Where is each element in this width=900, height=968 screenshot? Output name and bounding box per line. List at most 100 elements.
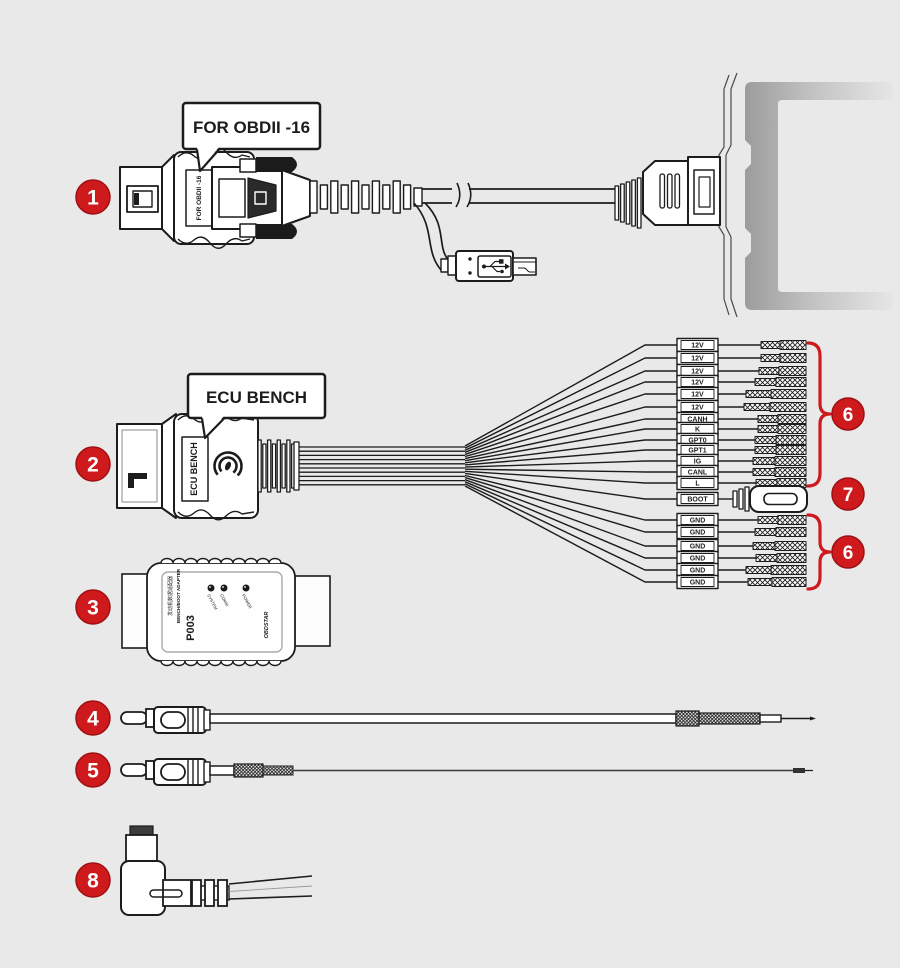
adapter-title-cn: 发动机数据适配器 xyxy=(167,576,174,616)
crimp-terminal xyxy=(757,415,779,423)
crimp-terminal xyxy=(757,425,779,433)
wire-label: GND xyxy=(690,544,706,551)
strain-relief-ribs xyxy=(309,180,423,214)
crimp-terminal xyxy=(760,354,781,362)
wire-label: GND xyxy=(690,580,706,587)
strain-relief-ribs xyxy=(257,439,300,493)
crimp-terminal xyxy=(745,566,772,574)
wire-label: CANH xyxy=(687,417,707,424)
brace-gnd-group xyxy=(806,513,832,591)
item2-callout-bubble: ECU BENCH xyxy=(186,372,327,440)
svg-text:1: 1 xyxy=(87,187,99,210)
crimp-terminal xyxy=(755,554,778,562)
wire-label: 12V xyxy=(691,356,704,363)
svg-text:7: 7 xyxy=(843,485,854,506)
svg-text:8: 8 xyxy=(87,870,99,893)
wire-12v: 12V xyxy=(464,350,807,449)
brace-top-group xyxy=(806,341,832,488)
wire-label: GPT0 xyxy=(688,438,706,445)
crimp-terminal xyxy=(743,403,771,411)
adapter-face xyxy=(161,571,283,653)
wire-gnd: GND xyxy=(464,479,807,554)
obd2-16-connector: FOR OBDII -16 xyxy=(119,147,423,249)
wire-12v: 12V xyxy=(464,386,807,456)
svg-text:3: 3 xyxy=(87,597,99,620)
adapter-right-port xyxy=(291,575,331,647)
wire-gnd: GND xyxy=(464,483,807,578)
cable-run xyxy=(413,182,615,271)
wire-label: GND xyxy=(690,530,706,537)
brand-spiral-logo xyxy=(213,451,243,481)
wire-gnd: GND xyxy=(464,474,807,528)
wire-label: IG xyxy=(694,459,702,466)
wire-label: 12V xyxy=(691,343,704,350)
ecu-bench-connector: ECU BENCH xyxy=(116,411,300,521)
crimp-terminal xyxy=(752,457,776,465)
diagnostic-device-edge xyxy=(718,72,893,318)
svg-text:4: 4 xyxy=(87,708,99,731)
braided-section xyxy=(233,763,264,778)
crimp-terminal xyxy=(747,578,773,586)
item4-probe-cable: 4 xyxy=(75,700,816,736)
badge-6-top: 6 xyxy=(831,397,865,431)
svg-text:6: 6 xyxy=(843,543,854,564)
wire-label: 12V xyxy=(691,380,704,387)
svg-text:6: 6 xyxy=(843,405,854,426)
badge-2: 2 xyxy=(75,446,111,482)
wire-ig: IG xyxy=(464,453,807,469)
badge-1: 1 xyxy=(75,179,111,215)
crimp-terminal xyxy=(757,516,779,524)
usb-trident-icon xyxy=(482,259,510,274)
crimp-terminal xyxy=(745,390,772,398)
connector1-side-label: FOR OBDII -16 xyxy=(196,175,203,220)
wire-label: CANL xyxy=(688,470,708,477)
wire-12v: 12V xyxy=(464,374,807,453)
wire-gnd: GND xyxy=(464,485,807,590)
wire-label: 12V xyxy=(691,392,704,399)
crimp-terminal xyxy=(754,446,777,454)
wire-12v: 12V xyxy=(464,399,807,458)
item1-label: FOR OBDII -16 xyxy=(193,118,310,137)
grip-sleeve xyxy=(675,710,700,727)
adapter-model: P003 xyxy=(185,615,197,641)
badge-3: 3 xyxy=(75,589,111,625)
wire-k: K xyxy=(464,421,807,462)
crimp-terminal xyxy=(758,367,780,375)
wire-label: 12V xyxy=(691,369,704,376)
badge-7: 7 xyxy=(831,477,865,511)
adapter-brand: OBDSTAR xyxy=(264,612,270,639)
wire-label: 12V xyxy=(691,405,704,412)
item2-ecu-bench-cable: ECU BENCH 12V 12V 12V 12V 12V 12V CANH K GPT0GPT… xyxy=(75,337,865,591)
device-plug-connector xyxy=(614,156,721,229)
usb-connector xyxy=(440,250,537,282)
wire-gnd: GND xyxy=(464,481,807,566)
wire-12v: 12V xyxy=(464,337,807,447)
crimp-terminal xyxy=(754,528,777,536)
crimp-terminal xyxy=(752,542,776,550)
crimp-terminal xyxy=(754,436,777,444)
adapter-left-port xyxy=(121,573,151,649)
wire-label: GND xyxy=(690,556,706,563)
item8-dc-power-plug: 8 xyxy=(75,825,313,916)
boot-connector-body xyxy=(749,485,808,513)
wire-boot: BOOT xyxy=(464,472,808,513)
braided-section xyxy=(698,712,761,725)
adapter-title-en: BENCH/BOOT ADAPTER xyxy=(176,568,181,623)
crimp-terminal xyxy=(760,341,781,349)
badge-5: 5 xyxy=(75,752,111,788)
wire-label: L xyxy=(695,481,700,488)
wire-label: K xyxy=(695,427,700,434)
crimp-terminal xyxy=(752,468,776,476)
svg-text:5: 5 xyxy=(87,760,99,783)
wire-gpt1: GPT1 xyxy=(464,442,807,466)
led-label-power: POWER xyxy=(241,593,253,609)
crimp-terminal xyxy=(754,378,777,386)
badge-4: 4 xyxy=(75,700,111,736)
wire-label: GND xyxy=(690,518,706,525)
wire-label: GPT1 xyxy=(688,448,706,455)
wire-canl: CANL xyxy=(464,464,807,480)
item3-p003-adapter: SYSTEM COMM POWER 发动机数据适配器 BENCH/BOOT AD… xyxy=(75,557,331,667)
